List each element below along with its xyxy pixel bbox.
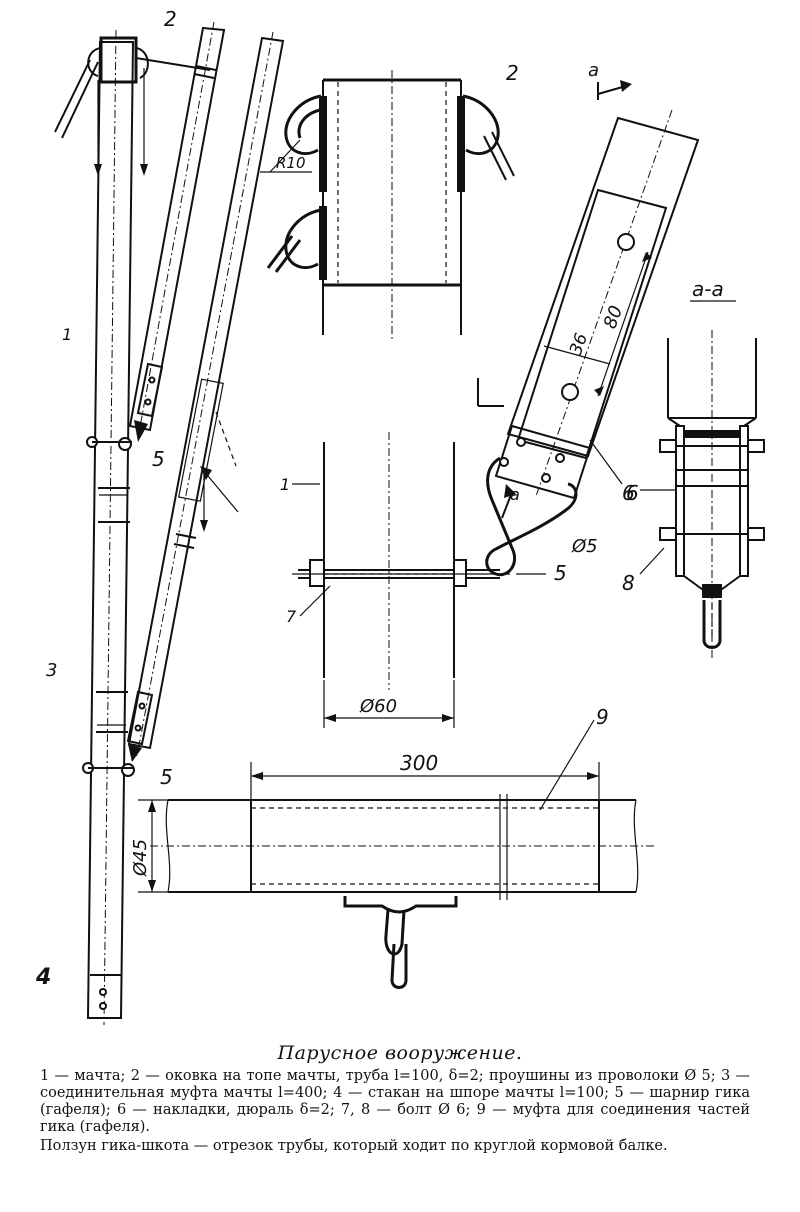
label-gaff-5: 5 [554, 561, 567, 585]
label-radius: R10 [276, 154, 306, 172]
boom-assembly [126, 31, 285, 762]
caption-note: Ползун гика-шкота — отрезок трубы, котор… [40, 1138, 668, 1154]
caption-title: Парусное вооружение. [277, 1042, 523, 1064]
label-dim-300: 300 [400, 751, 438, 775]
gaff-jaw-fitting [477, 80, 700, 577]
label-bolt-7: 7 [286, 607, 297, 626]
section-a-a [639, 300, 765, 660]
caption-legend: 1 — мачта; 2 — оковка на топе мачты, тру… [40, 1068, 750, 1135]
labels: 2 1 5 3 5 4 2 R10 a 80 36 6 a Ø5 5 a-a 6… [35, 7, 724, 990]
label-mast-fitting: 2 [164, 7, 177, 31]
label-mast-step: 4 [35, 965, 51, 990]
label-dim-d45: Ø45 [130, 839, 151, 877]
label-dim-80: 80 [600, 303, 628, 332]
label-plates: 6 [622, 481, 635, 505]
label-section-6: 6 [626, 481, 639, 505]
label-section-title: a-a [692, 277, 724, 301]
label-detail-fitting: 2 [506, 61, 519, 85]
boom-coupling-detail [138, 719, 656, 989]
label-coupling-mast: 3 [46, 660, 57, 681]
label-bolt-8: 8 [622, 571, 635, 595]
label-mast-1: 1 [280, 475, 290, 494]
label-dim-36: 36 [566, 331, 592, 358]
figure-caption: Парусное вооружение. 1 — мачта; 2 — оков… [0, 1042, 800, 1155]
mast-head-fitting-detail [260, 70, 515, 340]
label-mast: 1 [62, 325, 72, 344]
gaff-assembly [128, 21, 226, 442]
label-section-arrow: a [588, 60, 599, 81]
label-hinge-lower: 5 [160, 765, 173, 789]
label-dim-d60: Ø60 [359, 696, 397, 717]
label-coupling-9: 9 [596, 705, 609, 729]
label-wire-d5: Ø5 [571, 536, 598, 557]
mast-hinge-detail [292, 432, 546, 728]
label-hinge-upper: 5 [152, 447, 165, 471]
rigging-drawing: 2 1 5 3 5 4 2 R10 a 80 36 6 a Ø5 5 a-a 6… [35, 7, 765, 1026]
label-small-a: a [510, 485, 520, 504]
mast-assembly [54, 29, 211, 1026]
